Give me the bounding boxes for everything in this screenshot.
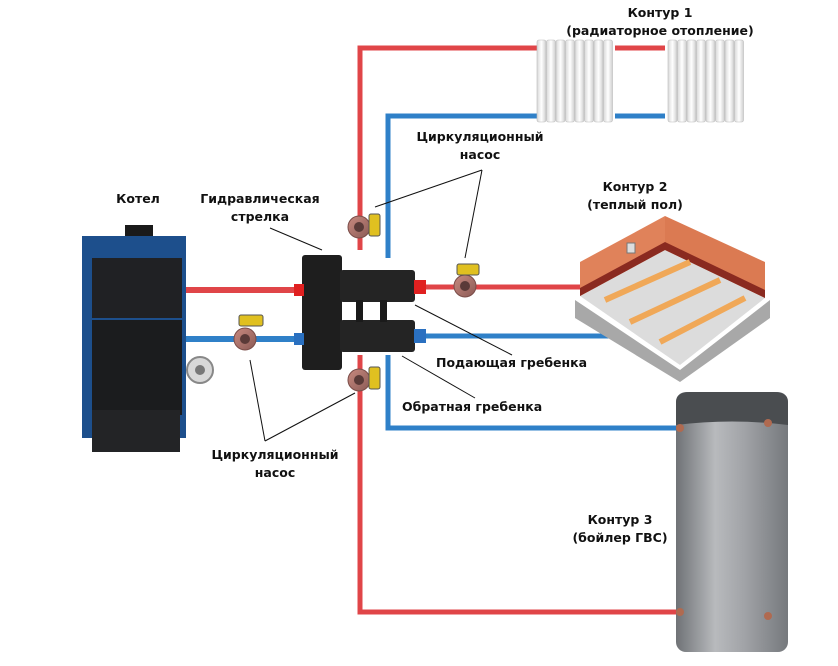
radiator-section xyxy=(574,39,585,123)
pump-top-label-line2: насос xyxy=(459,147,501,162)
radiator-section xyxy=(565,39,575,123)
return-pipe-contour3 xyxy=(385,355,680,431)
warm-floor xyxy=(575,216,770,382)
boiler-door-top xyxy=(92,258,182,318)
boiler-supply-fitting xyxy=(294,284,304,296)
circulation-pumps xyxy=(233,213,480,392)
radiator-section xyxy=(536,39,547,123)
supply-pipe-contour1 xyxy=(357,45,545,250)
hydro-arrow-label-line2: стрелка xyxy=(230,209,290,224)
return-manifold xyxy=(340,320,415,352)
pump-contour1 xyxy=(347,213,381,239)
return-manifold-label: Обратная гребенка xyxy=(402,399,543,414)
supply-manifold-fitting xyxy=(414,280,426,294)
contour3-subtitle: (бойлер ГВС) xyxy=(572,530,668,545)
floor-wall-right-trim xyxy=(665,242,765,298)
floor-strip-3 xyxy=(658,295,747,345)
floor-wall-left-trim xyxy=(580,242,665,296)
pump-rotor xyxy=(354,375,364,385)
return-pipe-contour1 xyxy=(385,113,545,258)
contour2-title: Контур 2 xyxy=(602,179,668,194)
pump-rotor xyxy=(460,281,470,291)
leader-pump-top-1 xyxy=(374,169,483,208)
leader-pump-bottom-2 xyxy=(264,392,356,442)
floor-strip-1 xyxy=(603,259,692,303)
hydro-arrow-label-line1: Гидравлическая xyxy=(200,191,320,206)
tank-port-top-right xyxy=(764,419,772,427)
pump-boiler-return xyxy=(233,314,264,351)
contour3-label: Контур 3 (бойлер ГВС) xyxy=(570,511,670,547)
pump-contour2 xyxy=(453,263,480,298)
supply-manifold-label: Подающая гребенка xyxy=(436,355,588,370)
radiator-section xyxy=(667,39,678,123)
boiler xyxy=(82,225,214,452)
radiator-section xyxy=(593,39,604,123)
radiator-section xyxy=(686,39,697,123)
hydraulic-arrow xyxy=(294,255,426,370)
pump-rotor xyxy=(240,334,250,344)
pump-rotor xyxy=(354,222,364,232)
hydro-arrow-label: Гидравлическая стрелка xyxy=(190,190,330,226)
leader-supply-manifold xyxy=(414,304,513,356)
leader-return-manifold xyxy=(401,355,476,399)
radiator-section xyxy=(696,39,706,123)
manifold-connector-left xyxy=(356,300,363,322)
pump-terminal-box xyxy=(368,213,381,237)
boiler-fan-hub xyxy=(195,365,205,375)
pump-bottom-label: Циркуляционный насос xyxy=(205,446,345,482)
leader-lines xyxy=(249,169,513,442)
pump-bottom-label-line2: насос xyxy=(254,465,296,480)
supply-manifold xyxy=(340,270,415,302)
leader-pump-top-2 xyxy=(464,169,483,259)
contour1-title: Контур 1 xyxy=(627,5,693,20)
pump-terminal-box xyxy=(368,366,381,390)
radiator-section xyxy=(555,39,566,123)
contour2-label: Контур 2 (теплый пол) xyxy=(575,178,695,214)
dhw-tank xyxy=(676,392,788,652)
floor-thermostat xyxy=(626,242,636,254)
floor-wall-left xyxy=(580,216,665,296)
radiator-section xyxy=(705,39,716,123)
pump-terminal-box xyxy=(238,314,264,327)
floor-slab xyxy=(575,300,770,382)
supply-pipe-contour3 xyxy=(357,355,680,615)
radiator-right xyxy=(667,39,744,123)
boiler-door-middle xyxy=(92,320,182,415)
radiator-section xyxy=(677,39,687,123)
radiator-section xyxy=(546,39,556,123)
tank-body xyxy=(676,392,788,652)
contour3-title: Контур 3 xyxy=(587,512,653,527)
radiator-section xyxy=(603,39,613,123)
hydro-arrow-body xyxy=(302,255,342,370)
contour2-subtitle: (теплый пол) xyxy=(587,197,683,212)
boiler-base xyxy=(92,410,180,452)
boiler-return-fitting xyxy=(294,333,304,345)
radiator-section xyxy=(715,39,725,123)
contour1-label: Контур 1 (радиаторное отопление) xyxy=(560,4,760,40)
floor-wall-right xyxy=(665,216,765,298)
pump-top-label: Циркуляционный насос xyxy=(410,128,550,164)
tank-cap xyxy=(676,392,788,425)
leader-pump-bottom-1 xyxy=(249,359,266,442)
pump-terminal-box xyxy=(456,263,480,276)
tank-port-bottom-left xyxy=(676,608,684,616)
radiator-left xyxy=(536,39,613,123)
pump-bottom-label-line1: Циркуляционный xyxy=(211,447,339,462)
pump-contour3 xyxy=(347,366,381,392)
radiator-section xyxy=(734,39,744,123)
manifold-connector-right xyxy=(380,300,387,322)
radiator-section xyxy=(584,39,594,123)
contour1-subtitle: (радиаторное отопление) xyxy=(566,23,754,38)
leader-hydro-arrow xyxy=(269,227,323,251)
pump-top-label-line1: Циркуляционный xyxy=(416,129,544,144)
radiator-section xyxy=(724,39,735,123)
return-manifold-fitting xyxy=(414,329,426,343)
tank-port-bottom-right xyxy=(764,612,772,620)
boiler-top-unit xyxy=(125,225,153,239)
boiler-label: Котел xyxy=(116,191,160,206)
floor-strip-2 xyxy=(628,277,722,325)
tank-port-top-left xyxy=(676,424,684,432)
